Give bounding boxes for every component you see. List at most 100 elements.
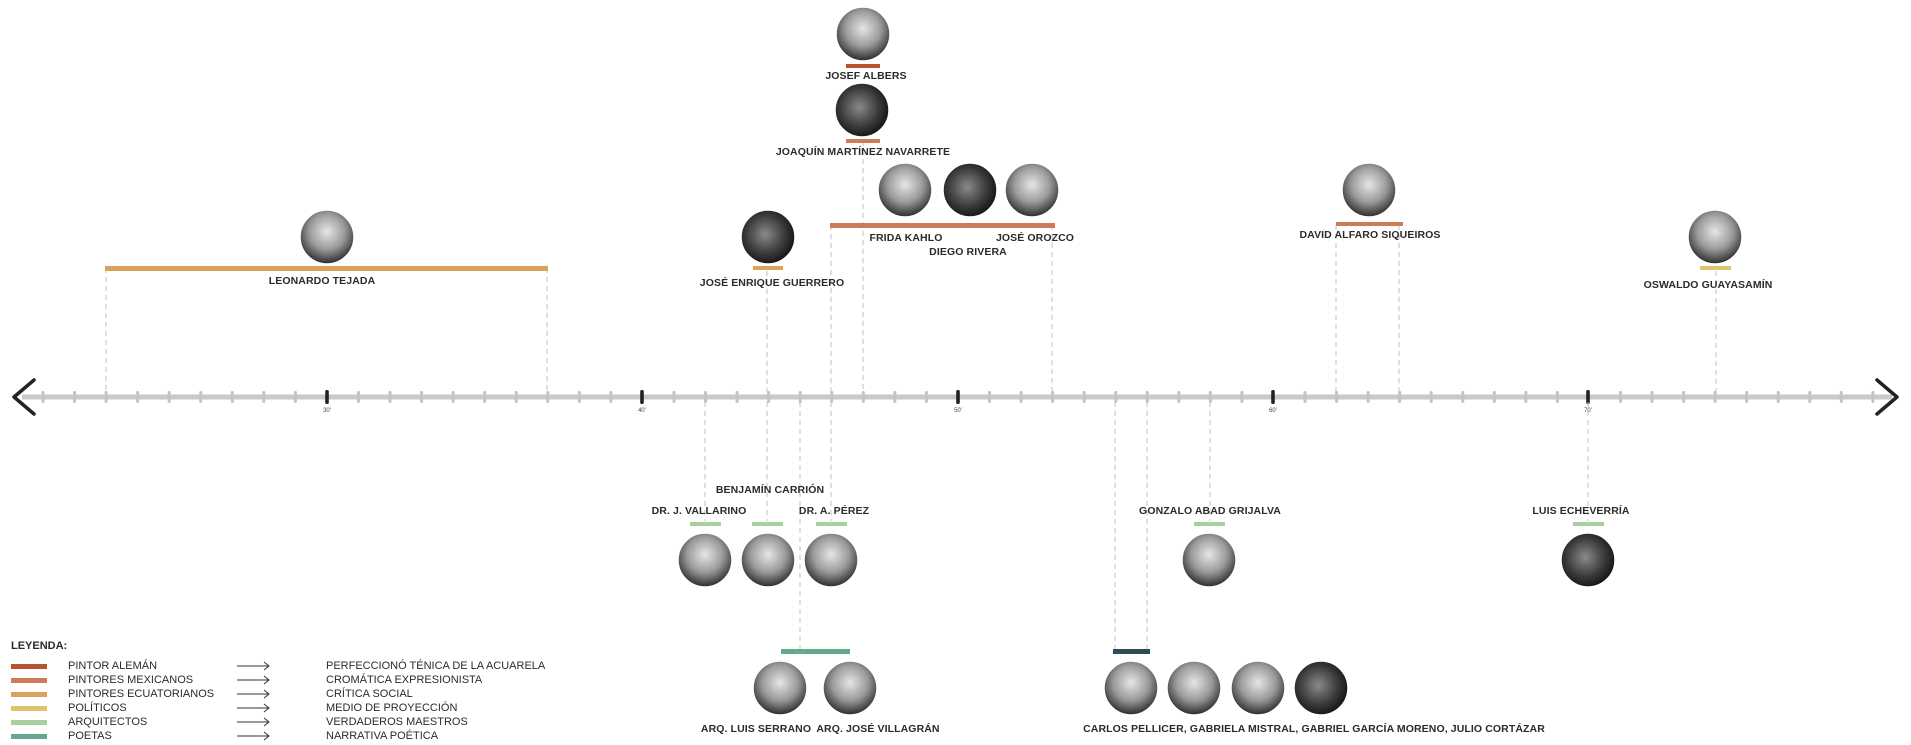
bar-joaquin-martinez [846, 139, 880, 143]
legend-category: PINTORES MEXICANOS [68, 674, 194, 686]
portrait-icon [803, 532, 859, 588]
axis-minor-tick [1839, 391, 1843, 403]
bar-pintores-mexicanos [830, 223, 1055, 228]
legend-description: VERDADEROS MAESTROS [326, 716, 468, 728]
arrow-right-icon [237, 703, 270, 713]
axis-minor-tick [104, 391, 108, 403]
legend-category: ARQUITECTOS [68, 716, 148, 728]
bar-jose-enrique-guerrero [753, 266, 783, 270]
portrait-icon [1341, 162, 1397, 218]
chevron-left-icon[interactable] [12, 378, 36, 416]
portrait-icon [1560, 532, 1616, 588]
tick-label-50: 50' [954, 408, 962, 414]
axis-minor-tick [293, 391, 297, 403]
legend-item: PINTORES ECUATORIANOS CRÍTICA SOCIAL [11, 688, 571, 701]
label-arq-villagran: ARQ. JOSÉ VILLAGRÁN [816, 723, 940, 735]
label-dr-perez: DR. A. PÉREZ [798, 505, 870, 517]
portrait-icon [942, 162, 998, 218]
axis-minor-tick [420, 391, 424, 403]
axis-minor-tick [1429, 391, 1433, 403]
legend-category: PINTOR ALEMÁN [68, 660, 158, 672]
label-poetas-group: CARLOS PELLICER, GABRIELA MISTRAL, GABRI… [1083, 723, 1545, 735]
legend-description: CRÍTICA SOCIAL [326, 688, 413, 700]
portrait-icon [1230, 660, 1286, 716]
arrow-right-icon [237, 675, 270, 685]
axis-minor-tick [1555, 391, 1559, 403]
axis-minor-tick [1240, 391, 1244, 403]
axis-minor-tick [199, 391, 203, 403]
axis-minor-tick [136, 391, 140, 403]
axis-minor-tick [262, 391, 266, 403]
axis-minor-tick [704, 391, 708, 403]
axis-minor-tick [546, 391, 550, 403]
connector-lines [105, 141, 1717, 650]
portrait-icon [740, 209, 796, 265]
axis-minor-tick [230, 391, 234, 403]
arrow-right-icon [237, 689, 270, 699]
tick-label-40: 40' [638, 408, 646, 414]
axis-minor-tick [1208, 391, 1212, 403]
legend-item: PINTOR ALEMÁN PERFECCIONÓ TÉNICA DE LA A… [11, 660, 571, 673]
portrait-icon [1181, 532, 1237, 588]
legend-description: NARRATIVA POÉTICA [326, 730, 439, 742]
arrow-right-icon [237, 731, 270, 741]
axis-minor-tick [672, 391, 676, 403]
axis-minor-tick [1398, 391, 1402, 403]
legend-category: PINTORES ECUATORIANOS [68, 688, 215, 700]
portrait-icon [835, 6, 891, 62]
portrait-icon [677, 532, 733, 588]
axis-major-tick [640, 390, 644, 404]
axis-minor-tick [1366, 391, 1370, 403]
axis-minor-tick [988, 391, 991, 403]
axis-minor-tick [73, 391, 77, 403]
portrait-icon [1004, 162, 1060, 218]
legend-swatch [11, 706, 47, 711]
legend-category: POETAS [68, 730, 112, 742]
axis-minor-tick [1871, 391, 1875, 403]
axis-minor-tick [1303, 391, 1307, 403]
legend-description: CROMÁTICA EXPRESIONISTA [326, 674, 483, 686]
axis-minor-tick [830, 391, 834, 403]
label-josef-albers: JOSEF ALBERS [825, 70, 907, 82]
bar-gonzalo-abad [1194, 522, 1225, 526]
tick-label-30: 30' [323, 408, 331, 414]
axis-major-tick [325, 390, 329, 404]
legend-item: PINTORES MEXICANOS CROMÁTICA EXPRESIONIS… [11, 674, 571, 687]
bar-dr-perez [816, 522, 847, 526]
axis-minor-tick [767, 391, 771, 403]
portrait-icon [834, 82, 890, 138]
axis-minor-tick [483, 391, 487, 403]
axis-major-tick [1271, 390, 1275, 404]
arrow-right-icon [237, 717, 270, 727]
bar-arquitectos [781, 649, 850, 654]
legend-item: ARQUITECTOS VERDADEROS MAESTROS [11, 716, 571, 729]
label-benjamin-carrion: BENJAMÍN CARRIÓN [715, 484, 825, 496]
label-oswaldo-guayasamin: OSWALDO GUAYASAMÍN [1643, 279, 1773, 291]
tick-label-70: 70' [1584, 408, 1592, 414]
label-gonzalo-abad: GONZALO ABAD GRIJALVA [1139, 505, 1281, 517]
axis-minor-tick [167, 391, 171, 403]
axis-minor-tick [1461, 391, 1465, 403]
legend-description: MEDIO DE PROYECCIÓN [326, 702, 458, 714]
label-frida-kahlo: FRIDA KAHLO [869, 232, 943, 244]
label-jose-orozco: JOSÉ OROZCO [995, 232, 1075, 244]
bar-oswaldo-guayasamin [1700, 266, 1731, 270]
label-jose-enrique-guerrero: JOSÉ ENRIQUE GUERRERO [699, 277, 845, 289]
bar-josef-albers [846, 64, 880, 68]
portrait-icon [1166, 660, 1222, 716]
legend-swatch [11, 734, 47, 739]
axis-minor-tick [1082, 391, 1086, 403]
portrait-icon [1687, 209, 1743, 265]
chevron-right-icon[interactable] [1875, 378, 1899, 416]
axis-minor-tick [1492, 391, 1496, 403]
legend-swatch [11, 692, 47, 697]
label-luis-echeverria: LUIS ECHEVERRÍA [1532, 505, 1630, 517]
label-joaquin-martinez: JOAQUÍN MARTÍNEZ NAVARRETE [775, 146, 951, 158]
portraits [299, 6, 1743, 716]
axis-minor-tick [1051, 391, 1055, 403]
bar-dr-vallarino [690, 522, 721, 526]
portrait-icon [1293, 660, 1349, 716]
axis-minor-tick [451, 391, 455, 403]
portrait-icon [740, 532, 796, 588]
